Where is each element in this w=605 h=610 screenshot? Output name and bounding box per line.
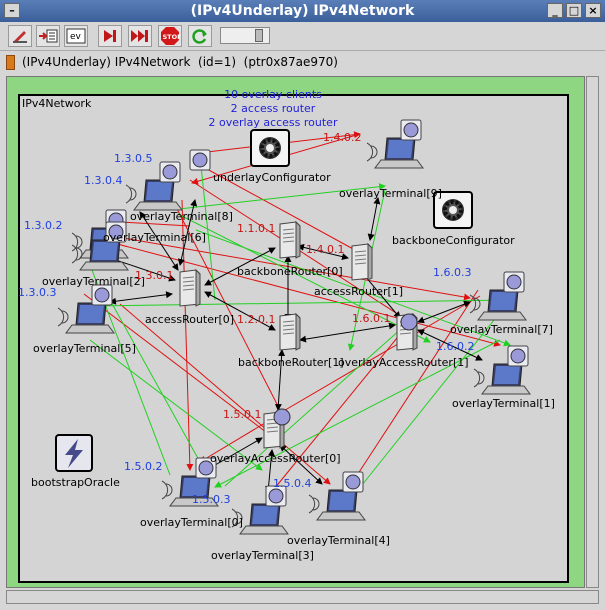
network-name-label: IPv4Network: [22, 97, 92, 110]
overlay-terminal-9-label: overlayTerminal[9]: [339, 187, 442, 200]
overlay-terminal-5-icon[interactable]: [57, 284, 115, 334]
window-title: (IPv4Underlay) IPv4Network: [190, 3, 415, 19]
svg-text:STOP: STOP: [163, 33, 181, 41]
run-icon: [104, 30, 116, 42]
refresh-icon: [192, 29, 207, 44]
backbone-configurator-icon[interactable]: [433, 191, 473, 229]
address-label: 1.5.0.3: [192, 493, 231, 506]
horizontal-scrollbar[interactable]: [6, 590, 599, 604]
overlay-terminal-8-label: overlayTerminal[8]: [130, 210, 233, 223]
overlay-terminal-1-label: overlayTerminal[1]: [452, 397, 555, 410]
overlay-terminal-7-icon[interactable]: [469, 271, 527, 321]
overlay-access-router-0-label: overlayAccessRouter[0]: [210, 452, 341, 465]
slider-thumb[interactable]: [255, 29, 263, 42]
address-label: 1.5.0.1: [223, 408, 262, 421]
overlay-terminal-7-label: overlayTerminal[7]: [450, 323, 553, 336]
stop-button[interactable]: STOP: [158, 25, 182, 47]
window-title-bar: – (IPv4Underlay) IPv4Network _ □ ×: [0, 0, 605, 22]
stat-overlay-access-router: 2 overlay access router: [208, 116, 338, 129]
module-color-icon: [6, 55, 15, 70]
overlay-terminal-2-label: overlayTerminal[2]: [42, 275, 145, 288]
vertical-scrollbar[interactable]: [586, 76, 599, 588]
stat-overlay-clients: 10 overlay clients: [224, 88, 322, 101]
overlay-terminal-9-icon[interactable]: [366, 119, 424, 169]
close-button[interactable]: ×: [585, 3, 601, 18]
bootstrap-oracle-icon[interactable]: [55, 434, 93, 472]
underlay-configurator-label: underlayConfigurator: [213, 171, 331, 184]
address-label: 1.6.0.1: [352, 312, 391, 325]
access-router-1-icon[interactable]: [351, 243, 373, 281]
stop-icon: STOP: [161, 27, 181, 45]
overlay-terminal-6-label: overlayTerminal[6]: [103, 231, 206, 244]
underlay-configurator-icon[interactable]: [250, 129, 290, 167]
step-into-icon: [39, 29, 58, 43]
address-label: 1.1.0.1: [237, 222, 276, 235]
access-router-1-label: accessRouter[1]: [314, 285, 404, 298]
overlay-terminal-4-label: overlayTerminal[4]: [287, 534, 390, 547]
event-log-icon: ev: [66, 28, 86, 44]
refresh-button[interactable]: [188, 25, 212, 47]
backbone-router-1-icon[interactable]: [279, 313, 301, 351]
overlay-terminal-5-label: overlayTerminal[5]: [33, 342, 136, 355]
backbone-configurator-label: backboneConfigurator: [392, 234, 515, 247]
toolbar: ev STOP: [0, 22, 605, 51]
overlay-terminal-8-icon[interactable]: [125, 161, 183, 211]
address-label: 1.5.0.4: [273, 477, 312, 490]
svg-text:ev: ev: [70, 32, 82, 42]
minimize-button[interactable]: _: [547, 3, 563, 18]
module-info-bar: (IPv4Underlay) IPv4Network (id=1) (ptr0x…: [0, 51, 605, 73]
address-label: 1.3.0.2: [24, 219, 63, 232]
stat-access-router: 2 access router: [230, 102, 316, 115]
bootstrap-oracle-label: bootstrapOracle: [31, 476, 120, 489]
run-button[interactable]: [98, 25, 122, 47]
address-label: 1.3.0.4: [84, 174, 123, 187]
access-router-0-icon[interactable]: [179, 269, 201, 307]
overlay-terminal-0-label: overlayTerminal[0]: [140, 516, 243, 529]
fast-run-icon: [131, 30, 148, 42]
address-label: 1.3.0.1: [135, 269, 174, 282]
address-label: 1.4.0.1: [306, 243, 345, 256]
step-into-button[interactable]: [36, 25, 60, 47]
fast-run-button[interactable]: [128, 25, 152, 47]
network-stats: 10 overlay clients 2 access router 2 ove…: [198, 88, 348, 130]
address-label: 1.3.0.5: [114, 152, 153, 165]
address-label: 1.6.0.3: [433, 266, 472, 279]
access-router-0-label: accessRouter[0]: [145, 313, 235, 326]
address-label: 1.3.0.3: [18, 286, 57, 299]
maximize-button[interactable]: □: [566, 3, 582, 18]
backbone-router-0-icon[interactable]: [279, 221, 301, 259]
window-menu-icon[interactable]: –: [4, 3, 20, 18]
address-label: 1.6.0.2: [436, 340, 475, 353]
address-label: 1.5.0.2: [124, 460, 163, 473]
overlay-terminal-3-label: overlayTerminal[3]: [211, 549, 314, 562]
address-label: 1.2.0.1: [237, 313, 276, 326]
address-label: 1.4.0.2: [323, 131, 362, 144]
backbone-router-0-label: backboneRouter[0]: [237, 265, 343, 278]
backbone-router-1-label: backboneRouter[1]: [238, 356, 344, 369]
module-output-button[interactable]: [8, 25, 32, 47]
overlay-terminal-1-icon[interactable]: [473, 345, 531, 395]
overlay-access-router-1-label: overlayAccessRouter[1]: [338, 356, 469, 369]
event-log-button[interactable]: ev: [64, 25, 88, 47]
speed-slider[interactable]: [220, 27, 270, 44]
module-output-icon: [13, 31, 27, 43]
module-info-text: (IPv4Underlay) IPv4Network (id=1) (ptr0x…: [22, 55, 338, 69]
